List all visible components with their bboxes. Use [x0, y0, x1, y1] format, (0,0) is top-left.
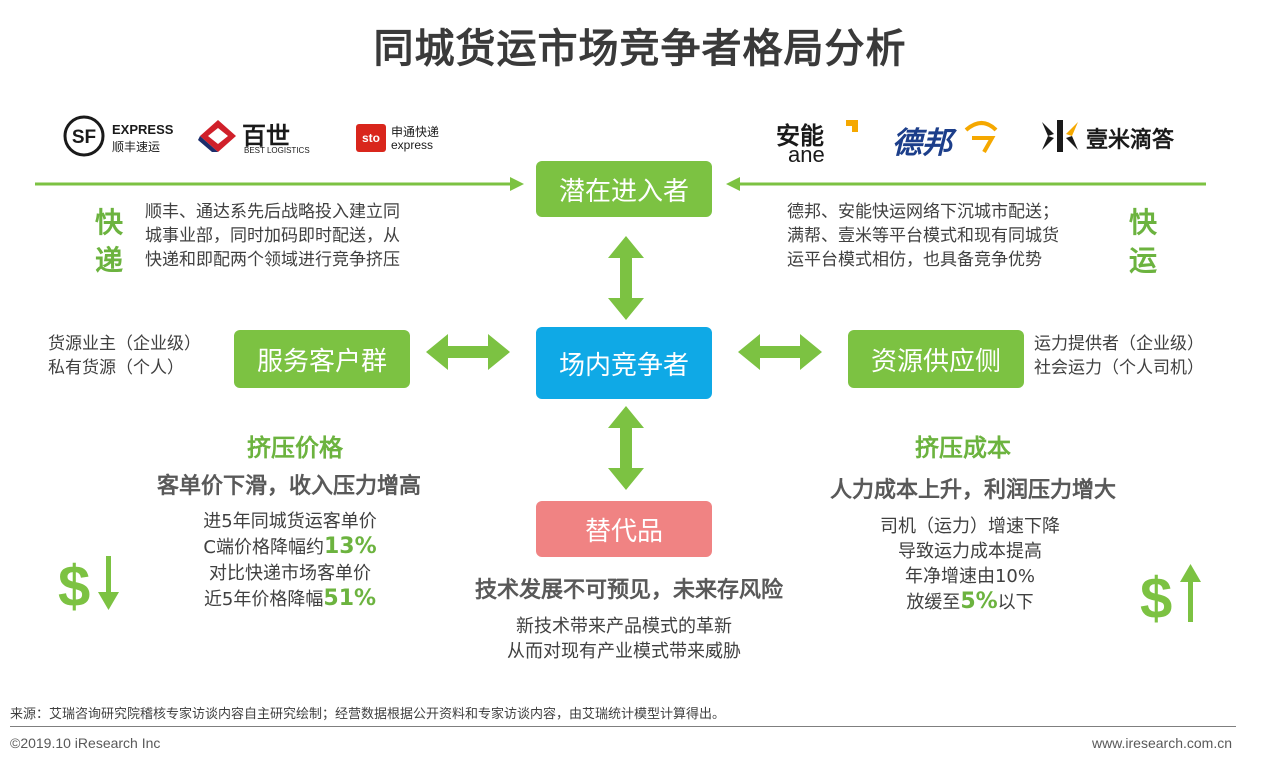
freight-description: 德邦、安能快运网络下沉城市配送； 满帮、壹米等平台模式和现有同城货 运平台模式相…	[787, 202, 1059, 270]
deppon-mark-icon	[964, 121, 998, 153]
cost-line-3: 年净增速由10%	[904, 566, 1035, 587]
sf-mark-icon: SF	[63, 115, 105, 157]
cost-line-4: 放缓至5%以下	[906, 589, 1034, 614]
service-customers-notes: 货源业主（企业级） 私有货源（个人）	[48, 334, 201, 378]
website-link[interactable]: www.iresearch.com.cn	[1091, 735, 1232, 751]
squeeze-price-subtitle: 客单价下滑，收入压力增高	[156, 474, 421, 499]
svg-text:SF: SF	[72, 127, 96, 148]
squeeze-cost-details: 司机（运力）增速下降 导致运力成本提高 年净增速由10% 放缓至5%以下	[850, 514, 1090, 615]
copyright: ©2019.10 iResearch Inc	[10, 735, 161, 751]
sto-mark-icon: sto	[356, 124, 386, 152]
dollar-up-icon: $	[1140, 564, 1201, 624]
substitutes-box: 替代品	[536, 501, 712, 557]
ane-logo: 安能 ane	[776, 116, 866, 167]
source-note: 来源：艾瑞咨询研究院稽核专家访谈内容自主研究绘制；经营数据根据公开资料和专家访谈…	[10, 707, 726, 722]
squeeze-cost-subtitle: 人力成本上升，利润压力增大	[829, 478, 1116, 503]
price-line-3: 对比快递市场客单价	[209, 563, 371, 584]
express-description: 顺丰、通达系先后战略投入建立同 城事业部，同时加码即时配送，从 快递和即配两个领…	[145, 202, 400, 270]
vertical-double-arrow-top	[608, 236, 644, 320]
service-customers-box: 服务客户群	[234, 330, 410, 388]
supply-side-box: 资源供应侧	[848, 330, 1024, 388]
sto-express-logo: sto 申通快递 express	[356, 122, 456, 154]
footer-divider	[10, 726, 1236, 727]
squeeze-price-title: 挤压价格	[247, 434, 343, 462]
yimidida-logo: 壹米滴答	[1040, 118, 1180, 158]
sf-express-logo: SF EXPRESS 顺丰速运	[62, 114, 173, 158]
svg-text:$: $	[58, 554, 90, 614]
squeeze-cost-title: 挤压成本	[915, 434, 1011, 462]
freight-label: 快 运	[1128, 206, 1157, 277]
price-line-4: 近5年价格降幅51%	[203, 586, 377, 611]
cost-line-2: 导致运力成本提高	[898, 541, 1042, 562]
tech-risk-details: 新技术带来产品模式的革新 从而对现有产业模式带来威胁	[507, 616, 741, 662]
ane-arrow-icon	[838, 120, 858, 140]
price-line-2: C端价格降幅约13%	[203, 534, 377, 559]
vertical-double-arrow-bottom	[608, 406, 644, 490]
potential-entrants-box: 潜在进入者	[536, 161, 712, 217]
deppon-logo: 德邦	[892, 118, 1012, 161]
cost-line-1: 司机（运力）增速下降	[880, 516, 1060, 537]
best-logistics-logo: 百世 BEST LOGISTICS	[198, 118, 318, 158]
supply-side-notes: 运力提供者（企业级） 社会运力（个人司机）	[1034, 334, 1204, 378]
express-label: 快 递	[94, 206, 123, 277]
page-title: 同城货运市场竞争者格局分析	[373, 26, 907, 72]
squeeze-price-details: 进5年同城货运客单价 C端价格降幅约13% 对比快递市场客单价 近5年价格降幅5…	[170, 508, 410, 612]
competitors-box: 场内竞争者	[536, 327, 712, 399]
horizontal-double-arrow-right	[738, 334, 822, 370]
svg-text:$: $	[1140, 566, 1172, 624]
horizontal-double-arrow-left	[426, 334, 510, 370]
yimidida-mark-icon	[1042, 120, 1078, 152]
tech-risk-title: 技术发展不可预见，未来存风险	[474, 578, 783, 603]
dollar-down-icon: $	[58, 554, 119, 614]
price-line-1: 进5年同城货运客单价	[203, 511, 377, 532]
best-mark-icon	[198, 120, 236, 152]
